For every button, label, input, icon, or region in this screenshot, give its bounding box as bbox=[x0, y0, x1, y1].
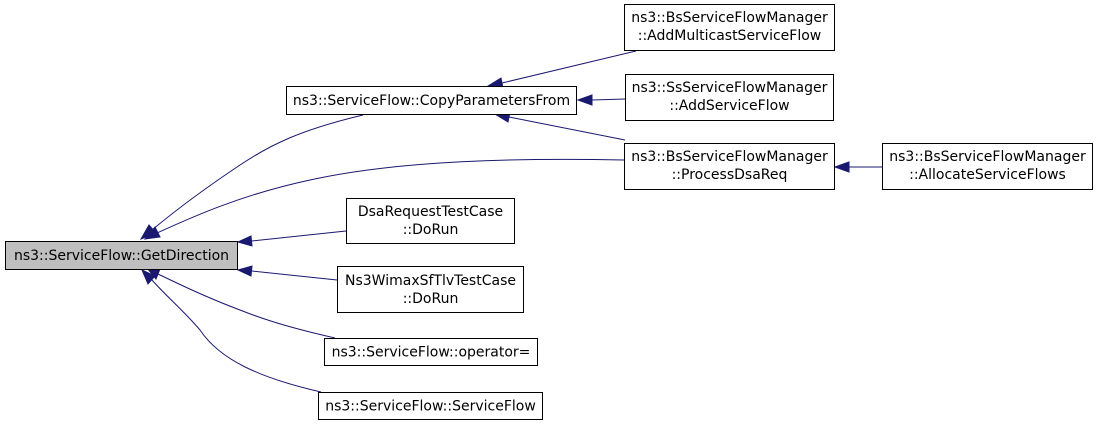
node-ssaddserviceflow[interactable]: ns3::SsServiceFlowManager ::AddServiceFl… bbox=[625, 74, 834, 121]
node-copyparametersfrom-label: ns3::ServiceFlow::CopyParametersFrom bbox=[293, 93, 570, 109]
node-allocateserviceflows[interactable]: ns3::BsServiceFlowManager ::AllocateServ… bbox=[882, 143, 1093, 190]
edge-addmulticast-to-copyparameters bbox=[486, 50, 637, 89]
node-ssaddserviceflow-line1: ns3::SsServiceFlowManager bbox=[632, 80, 828, 96]
edge-wimaxsftlv-to-getdirection bbox=[236, 265, 338, 281]
node-dsarequesttestcase[interactable]: DsaRequestTestCase ::DoRun bbox=[346, 198, 515, 244]
edge-ssaddserviceflow-to-copyparameters bbox=[576, 94, 626, 106]
node-serviceflowctor[interactable]: ns3::ServiceFlow::ServiceFlow bbox=[318, 392, 543, 420]
node-operatorassign-label: ns3::ServiceFlow::operator= bbox=[332, 345, 531, 361]
node-wimaxsftlvtestcase[interactable]: Ns3WimaxSfTlvTestCase ::DoRun bbox=[337, 266, 524, 313]
edge-operator-to-getdirection bbox=[145, 267, 336, 339]
node-allocateserviceflows-line2: ::AllocateServiceFlows bbox=[909, 167, 1066, 183]
node-processdsareq[interactable]: ns3::BsServiceFlowManager ::ProcessDsaRe… bbox=[624, 143, 835, 190]
node-serviceflowctor-label: ns3::ServiceFlow::ServiceFlow bbox=[325, 399, 536, 415]
node-processdsareq-line2: ::ProcessDsaReq bbox=[672, 167, 788, 183]
node-processdsareq-line1: ns3::BsServiceFlowManager bbox=[631, 149, 828, 165]
edge-serviceflow-to-getdirection bbox=[141, 269, 322, 393]
node-wimaxsftlvtestcase-line2: ::DoRun bbox=[403, 291, 459, 307]
node-addmulticastserviceflow-line2: ::AddMulticastServiceFlow bbox=[638, 28, 822, 44]
edges bbox=[139, 50, 882, 393]
nodes: ns3::ServiceFlow::GetDirection ns3::Serv… bbox=[5, 4, 1093, 420]
node-copyparametersfrom[interactable]: ns3::ServiceFlow::CopyParametersFrom bbox=[286, 86, 577, 115]
node-allocateserviceflows-line1: ns3::BsServiceFlowManager bbox=[889, 149, 1086, 165]
edge-copyparameters-to-getdirection bbox=[139, 114, 364, 240]
edge-dsarequest-to-getdirection bbox=[236, 230, 347, 247]
edge-processdsareq-to-getdirection bbox=[143, 158, 625, 240]
node-ssaddserviceflow-line2: ::AddServiceFlow bbox=[669, 98, 789, 114]
node-addmulticastserviceflow[interactable]: ns3::BsServiceFlowManager ::AddMulticast… bbox=[624, 4, 835, 51]
node-dsarequesttestcase-line2: ::DoRun bbox=[403, 222, 459, 238]
edge-processdsareq-to-copyparameters bbox=[493, 111, 626, 141]
edge-allocate-to-processdsareq bbox=[833, 161, 882, 173]
node-dsarequesttestcase-line1: DsaRequestTestCase bbox=[358, 204, 503, 220]
node-getdirection-label: ns3::ServiceFlow::GetDirection bbox=[14, 248, 229, 264]
node-wimaxsftlvtestcase-line1: Ns3WimaxSfTlvTestCase bbox=[345, 273, 516, 289]
node-getdirection[interactable]: ns3::ServiceFlow::GetDirection bbox=[5, 241, 238, 270]
node-addmulticastserviceflow-line1: ns3::BsServiceFlowManager bbox=[631, 10, 828, 26]
node-operatorassign[interactable]: ns3::ServiceFlow::operator= bbox=[324, 338, 538, 366]
